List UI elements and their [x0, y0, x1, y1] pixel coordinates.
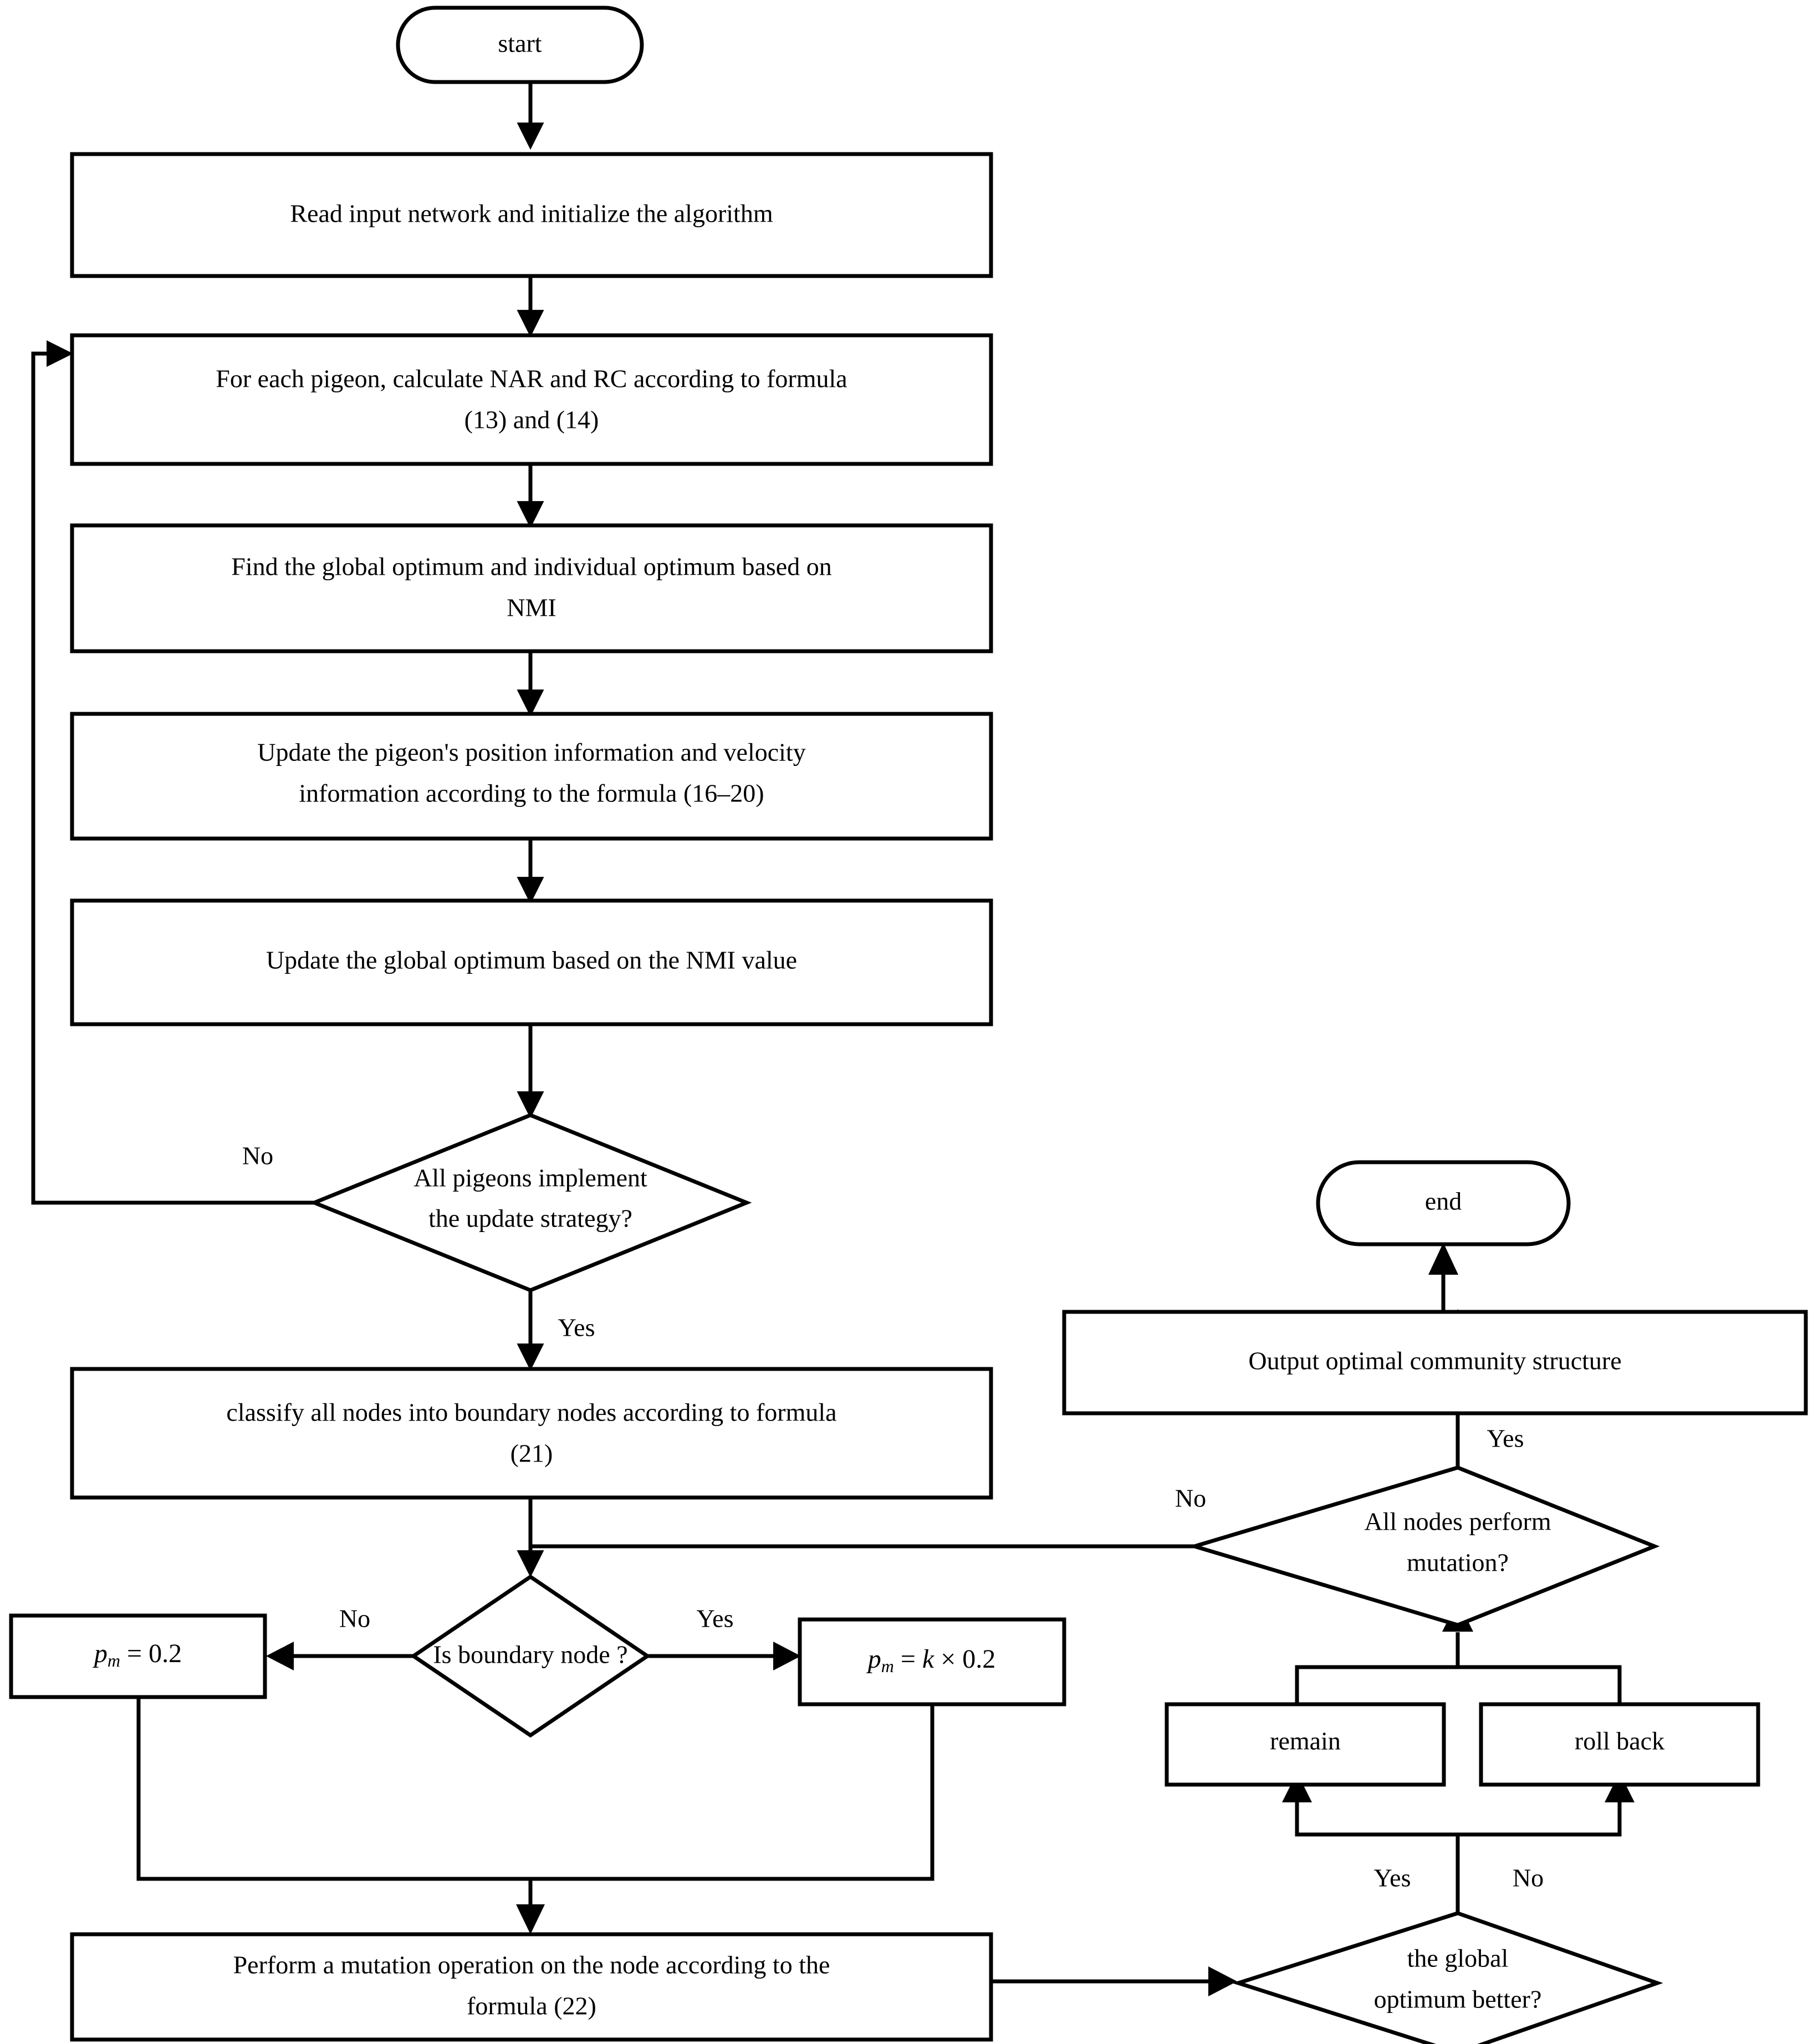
node-update-global[interactable] [70, 898, 993, 1026]
node-all-pigeons-label-line2: the update strategy? [428, 1204, 632, 1233]
node-global-better-decision[interactable] [1232, 1911, 1663, 2044]
node-global-better-label-line1: the global [1407, 1944, 1509, 1973]
edge-end-arrowhead [1428, 1243, 1458, 1275]
node-end[interactable] [1316, 1160, 1571, 1246]
node-start-label: start [498, 29, 542, 58]
node-global-better-label-line2: optimum better? [1374, 1985, 1542, 2014]
edge-all-pigeons-no-loopback [31, 351, 316, 1205]
node-perform-mutation-label-line1: Perform a mutation operation on the node… [233, 1951, 830, 1979]
edge-to-perform-mutation-arrowhead [516, 1904, 545, 1934]
edge-rollback-arrowhead [1605, 1772, 1635, 1802]
node-roll-back[interactable] [1479, 1702, 1760, 1787]
edge-rollback-to-all-nodes-mutate [1458, 1665, 1622, 1704]
edge-remain-arrowhead [1282, 1772, 1312, 1802]
node-pm-constant[interactable] [9, 1613, 267, 1699]
edge-label-all-nodes-mutate-yes: Yes [1487, 1424, 1524, 1453]
edge-remain-to-all-nodes-mutate [1295, 1632, 1460, 1704]
node-is-boundary-decision[interactable] [410, 1574, 651, 1738]
edge-perform-mutation-to-global-better-arrowhead [1208, 1966, 1237, 1996]
node-roll-back-label: roll back [1575, 1727, 1664, 1755]
edge-is-boundary-yes-arrowhead [773, 1642, 801, 1670]
node-pm-constant-formula: pm = 0.2 [93, 1639, 182, 1670]
edge-label-all-pigeons-yes: Yes [558, 1314, 595, 1342]
node-update-global-label: Update the global optimum based on the N… [266, 946, 797, 974]
edge-pm-const-to-perform-mutation [136, 1697, 533, 1907]
edge-is-boundary-no-arrowhead [266, 1642, 294, 1670]
edge-global-better-no-to-rollback [1458, 1801, 1622, 1837]
edge-pm-scaled-to-perform-mutation [530, 1704, 934, 1881]
node-calc-nar-rc[interactable] [70, 333, 993, 466]
node-update-position-label-line1: Update the pigeon's position information… [257, 738, 805, 766]
edge-label-global-better-yes: Yes [1374, 1864, 1411, 1892]
node-update-position-label-line2: information according to the formula (16… [299, 779, 764, 808]
edge-label-is-boundary-yes: Yes [697, 1604, 734, 1633]
node-all-nodes-mutate-label-line2: mutation? [1407, 1549, 1509, 1577]
node-end-label: end [1425, 1187, 1462, 1215]
node-classify[interactable] [70, 1367, 993, 1500]
node-all-nodes-mutate-label-line1: All nodes perform [1364, 1508, 1551, 1536]
edge-label-all-pigeons-no: No [242, 1142, 273, 1170]
node-calc-nar-rc-label-line2: (13) and (14) [464, 406, 599, 434]
node-classify-label-line1: classify all nodes into boundary nodes a… [226, 1398, 836, 1427]
node-read-input[interactable] [70, 152, 993, 278]
node-perform-mutation-label-line2: formula (22) [467, 1992, 596, 2020]
node-find-optimum-label-line2: NMI [507, 594, 556, 622]
edge-label-global-better-no: No [1513, 1864, 1544, 1892]
node-all-pigeons-label-line1: All pigeons implement [413, 1164, 647, 1192]
node-read-input-label: Read input network and initialize the al… [290, 200, 773, 228]
node-find-optimum-label-line1: Find the global optimum and individual o… [231, 553, 831, 581]
node-pm-scaled[interactable] [798, 1617, 1066, 1706]
node-calc-nar-rc-label-line1: For each pigeon, calculate NAR and RC ac… [216, 365, 847, 393]
node-perform-mutation[interactable] [70, 1932, 993, 2042]
node-update-position[interactable] [70, 712, 993, 841]
edge-all-pigeons-no-loopback-arrowhead [47, 340, 73, 367]
node-output-structure[interactable] [1062, 1310, 1808, 1416]
node-pm-scaled-formula: pm = k × 0.2 [866, 1644, 996, 1676]
node-find-optimum[interactable] [70, 523, 993, 653]
node-all-pigeons-decision[interactable] [309, 1113, 752, 1292]
edge-label-all-nodes-mutate-no: No [1175, 1484, 1206, 1512]
node-remain[interactable] [1165, 1702, 1446, 1787]
edge-label-is-boundary-no: No [339, 1604, 370, 1633]
node-start[interactable] [396, 6, 644, 84]
node-remain-label: remain [1270, 1727, 1341, 1755]
node-output-structure-label: Output optimal community structure [1248, 1347, 1621, 1375]
node-classify-label-line2: (21) [510, 1439, 553, 1468]
edge-global-better-yes-to-remain [1295, 1801, 1460, 1912]
node-is-boundary-label: Is boundary node ? [433, 1641, 627, 1669]
node-all-nodes-mutate-decision[interactable] [1187, 1465, 1660, 1627]
